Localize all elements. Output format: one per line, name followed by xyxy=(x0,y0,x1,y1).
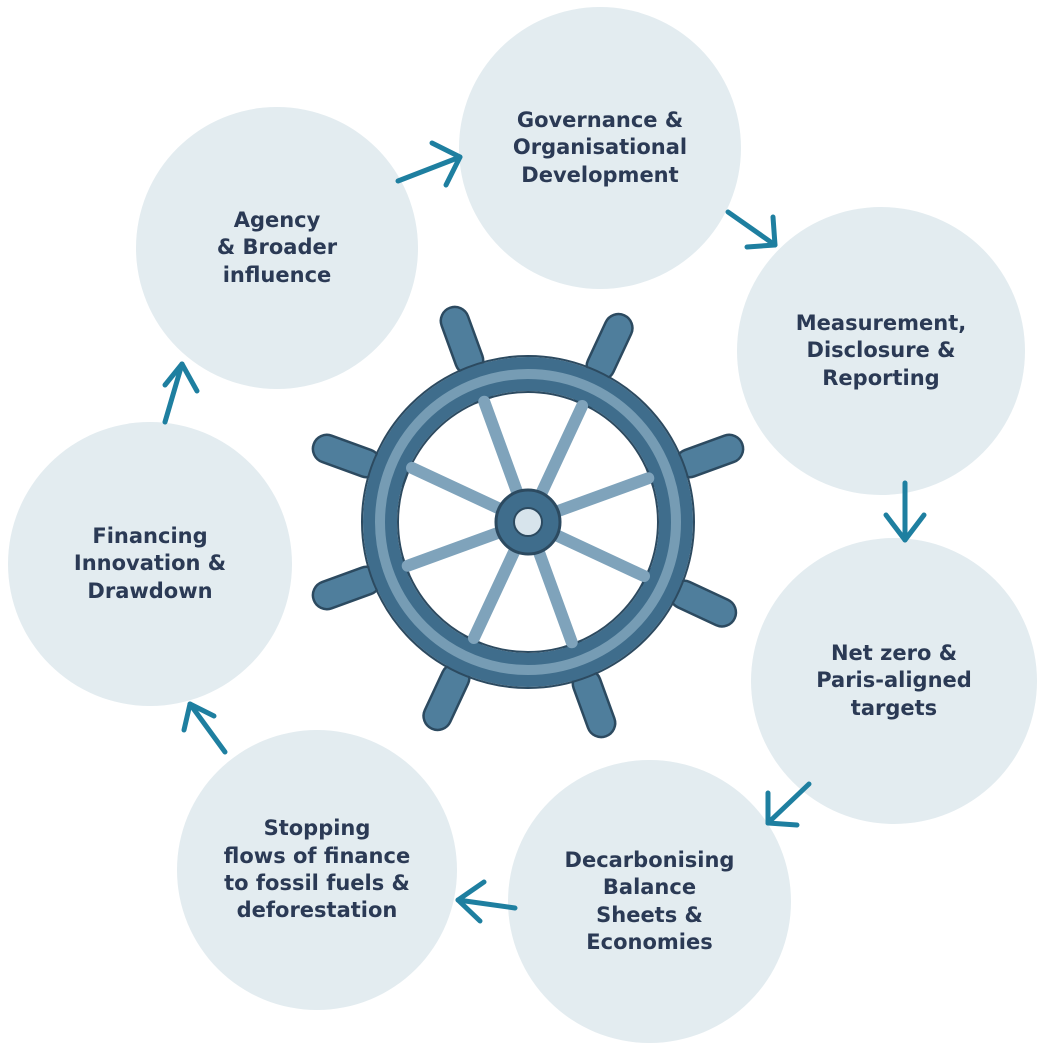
node-stopping-label: Stopping flows of finance to fossil fuel… xyxy=(223,816,411,923)
node-netzero-label: Net zero & Paris-aligned targets xyxy=(816,641,972,720)
arrow-stopping-to-financing xyxy=(181,701,228,755)
node-financing-label: Financing Innovation & Drawdown xyxy=(73,524,227,603)
node-measurement-label: Measurement, Disclosure & Reporting xyxy=(795,311,967,390)
arrow-agency-to-governance xyxy=(395,140,463,188)
node-financing: Financing Innovation & Drawdown xyxy=(8,422,292,706)
arrow-netzero-to-decarbonising xyxy=(765,781,812,828)
arrow-governance-to-measurement xyxy=(725,209,778,250)
node-agency: Agency & Broader influence xyxy=(136,107,418,389)
node-governance: Governance & Organisational Development xyxy=(459,7,741,289)
node-netzero: Net zero & Paris-aligned targets xyxy=(751,538,1037,824)
node-measurement: Measurement, Disclosure & Reporting xyxy=(737,207,1025,495)
node-decarbonising-label: Decarbonising Balance Sheets & Economies xyxy=(564,847,735,954)
arrow-financing-to-agency xyxy=(162,361,200,425)
node-agency-label: Agency & Broader influence xyxy=(216,208,338,287)
node-governance-label: Governance & Organisational Development xyxy=(512,108,688,187)
arrow-measurement-to-netzero xyxy=(883,480,927,543)
arrow-decarbonising-to-stopping xyxy=(455,879,518,924)
node-stopping: Stopping flows of finance to fossil fuel… xyxy=(177,730,457,1010)
node-decarbonising: Decarbonising Balance Sheets & Economies xyxy=(508,760,791,1043)
